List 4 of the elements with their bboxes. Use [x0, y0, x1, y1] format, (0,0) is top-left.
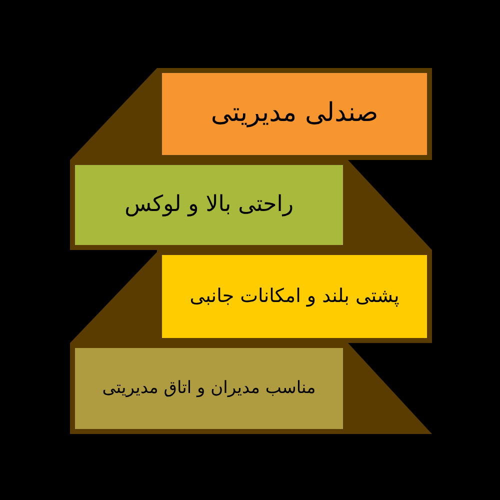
step-label: پشتی بلند و امکانات جانبی: [190, 285, 400, 308]
step-label: مناسب مدیران و اتاق مدیریتی: [102, 378, 316, 399]
step-label: راحتی بالا و لوکس: [124, 192, 294, 218]
step-label: صندلی مدیریتی: [210, 98, 378, 130]
